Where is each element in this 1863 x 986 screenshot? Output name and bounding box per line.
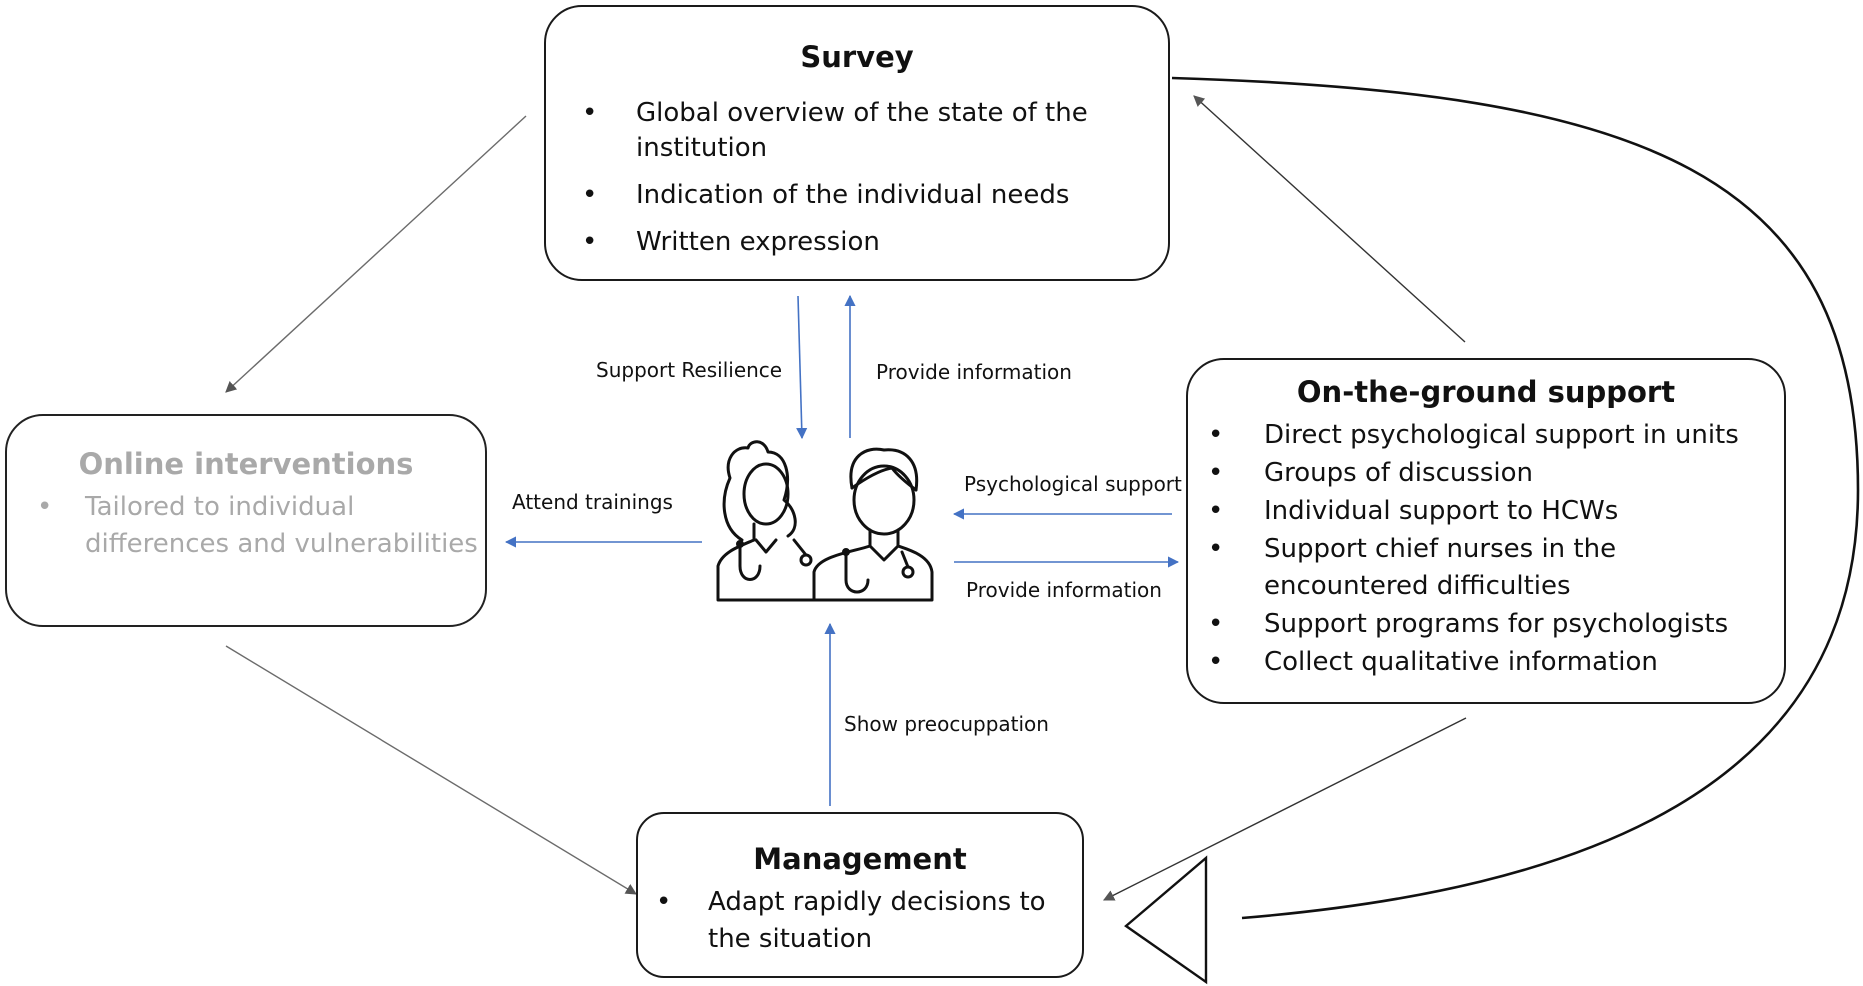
bullet-icon: • [1208,420,1224,450]
list-item: • Support chief nurses in the encountered… [1208,531,1784,605]
ground-item-text: Support chief nurses in the encountered … [1264,534,1617,601]
survey-title: Survey [800,40,914,74]
bullet-icon: • [1208,609,1224,639]
list-item: • Tailored to individual differences and … [37,489,485,563]
online-interventions-title: Online interventions [78,447,414,481]
list-item: • Indication of the individual needs [582,178,1168,213]
label-provide-information-top: Provide information [876,360,1072,384]
on-the-ground-support-box: On-the-ground support • Direct psychologi… [1186,358,1786,704]
female-worker-icon [716,440,822,602]
bullet-icon: • [582,227,598,257]
label-show-preoccupation: Show preocuppation [844,712,1049,736]
bullet-icon: • [656,887,672,917]
label-provide-information-right: Provide information [966,578,1162,602]
survey-item-text: Indication of the individual needs [636,180,1070,210]
arrow-survey-to-online [225,115,527,393]
online-interventions-box: Online interventions • Tailored to indivi… [5,414,487,627]
survey-item-text: Global overview of the state of the inst… [636,98,1088,163]
management-item-text: Adapt rapidly decisions to the situation [708,887,1046,954]
bullet-icon: • [582,98,598,128]
arrow-online-to-management [225,645,637,895]
ground-item-text: Direct psychological support in units [1264,420,1739,450]
management-title: Management [753,842,967,876]
label-attend-trainings: Attend trainings [512,490,673,514]
arrow-ground-to-survey [1193,95,1466,343]
ground-item-text: Support programs for psychologists [1264,609,1729,639]
list-item: • Collect qualitative information [1208,644,1784,681]
list-item: • Global overview of the state of the ins… [582,96,1168,166]
bullet-icon: • [1208,647,1224,677]
ground-item-text: Groups of discussion [1264,458,1534,488]
management-box: Management • Adapt rapidly decisions to t… [636,812,1084,978]
bullet-icon: • [1208,534,1224,564]
management-list: • Adapt rapidly decisions to the situatio… [656,884,1082,958]
arrow-ground-to-management [1102,717,1467,901]
survey-list: • Global overview of the state of the ins… [582,96,1168,260]
survey-item-text: Written expression [636,227,880,257]
on-the-ground-support-title: On-the-ground support [1296,375,1676,409]
bullet-icon: • [1208,496,1224,526]
list-item: • Support programs for psychologists [1208,606,1784,643]
ground-item-text: Collect qualitative information [1264,647,1658,677]
ground-item-text: Individual support to HCWs [1264,496,1619,526]
list-item: • Direct psychological support in units [1208,417,1784,454]
bullet-icon: • [1208,458,1224,488]
feedback-loop-arrowhead [1124,855,1208,985]
online-interventions-list: • Tailored to individual differences and … [37,489,485,563]
list-item: • Written expression [582,225,1168,260]
list-item: • Adapt rapidly decisions to the situatio… [656,884,1082,958]
label-support-resilience: Support Resilience [596,358,783,382]
survey-box: Survey • Global overview of the state of … [544,5,1170,281]
feedback-loop-curve [1171,76,1860,920]
bullet-icon: • [37,492,53,522]
list-item: • Groups of discussion [1208,455,1784,492]
on-the-ground-support-list: • Direct psychological support in units •… [1208,417,1784,681]
online-item-text: Tailored to individual differences and v… [85,492,478,559]
male-worker-icon [812,447,934,602]
arrow-support-resilience [796,295,808,440]
bullet-icon: • [582,180,598,210]
list-item: • Individual support to HCWs [1208,493,1784,530]
label-psychological-support: Psychological support [964,472,1182,496]
healthcare-workers-icon [716,440,934,602]
